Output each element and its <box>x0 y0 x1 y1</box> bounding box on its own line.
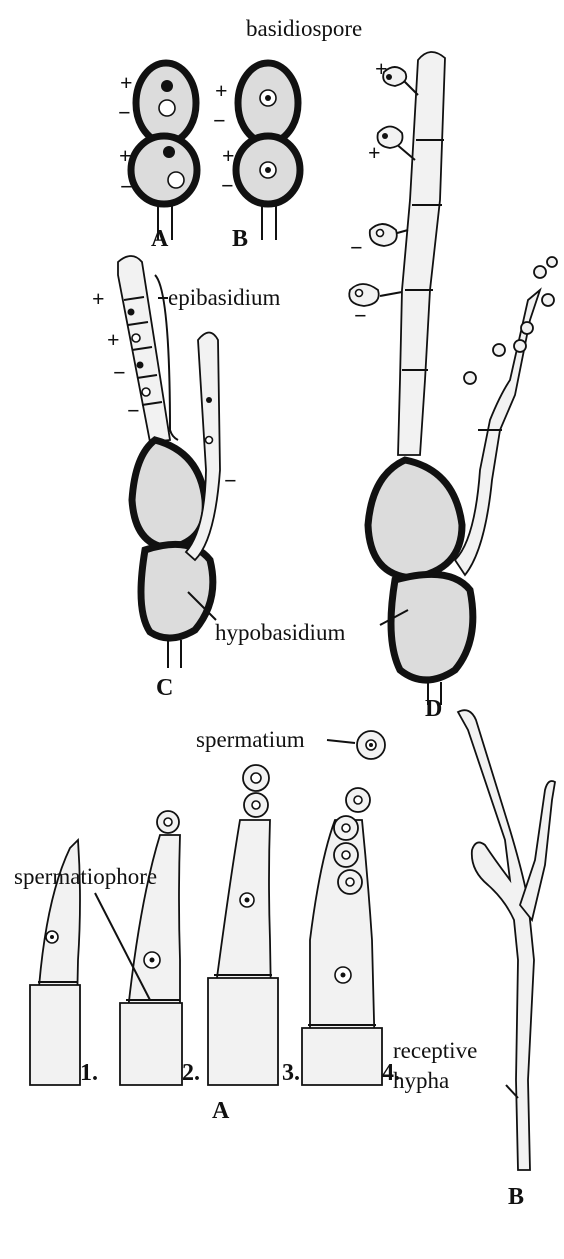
sign-b4: − <box>221 173 234 198</box>
spermatiophore-4 <box>302 788 382 1085</box>
sign-a1: + <box>120 70 133 95</box>
sign-b3: + <box>222 143 235 168</box>
sign-b1: + <box>215 78 228 103</box>
panel-letter-b-bottom: B <box>508 1184 524 1210</box>
stage-number-3: 3. <box>282 1060 300 1086</box>
spermatium <box>357 731 385 759</box>
receptive-hypha <box>458 710 555 1170</box>
panel-letter-b-top: B <box>232 226 248 252</box>
sign-d3: − <box>350 235 363 260</box>
sign-c2: + <box>107 327 120 352</box>
stage-number-1: 1. <box>80 1060 98 1086</box>
probasidium-a <box>131 63 197 240</box>
sign-a3: + <box>119 143 132 168</box>
label-spermatiophore: spermatiophore <box>14 864 157 889</box>
sign-c3: − <box>113 360 126 385</box>
sign-c1: + <box>92 286 105 311</box>
spermatiophore-2 <box>120 811 182 1085</box>
panel-letter-a-bottom: A <box>212 1098 230 1124</box>
panel-letter-c: C <box>156 675 173 701</box>
label-epibasidium: epibasidium <box>168 285 281 310</box>
panel-letter-d: D <box>425 696 442 722</box>
stage-number-2: 2. <box>182 1060 200 1086</box>
spermatiophore-3 <box>208 765 278 1085</box>
label-hypobasidium: hypobasidium <box>215 620 345 645</box>
sign-c5: − <box>224 468 237 493</box>
label-spermatium: spermatium <box>196 727 305 752</box>
sign-d1: + <box>375 56 388 81</box>
label-basidiospore: basidiospore <box>246 16 362 41</box>
basidium-c <box>118 256 220 668</box>
sign-b2: − <box>213 108 226 133</box>
sign-a2: − <box>118 100 131 125</box>
sign-c4: − <box>127 398 140 423</box>
sign-a4: − <box>120 174 133 199</box>
label-hypha: hypha <box>393 1068 449 1093</box>
sign-d4: − <box>354 303 367 328</box>
probasidium-b <box>236 63 300 240</box>
label-receptive: receptive <box>393 1038 477 1063</box>
sign-d2: + <box>368 140 381 165</box>
panel-letter-a-top: A <box>151 226 169 252</box>
